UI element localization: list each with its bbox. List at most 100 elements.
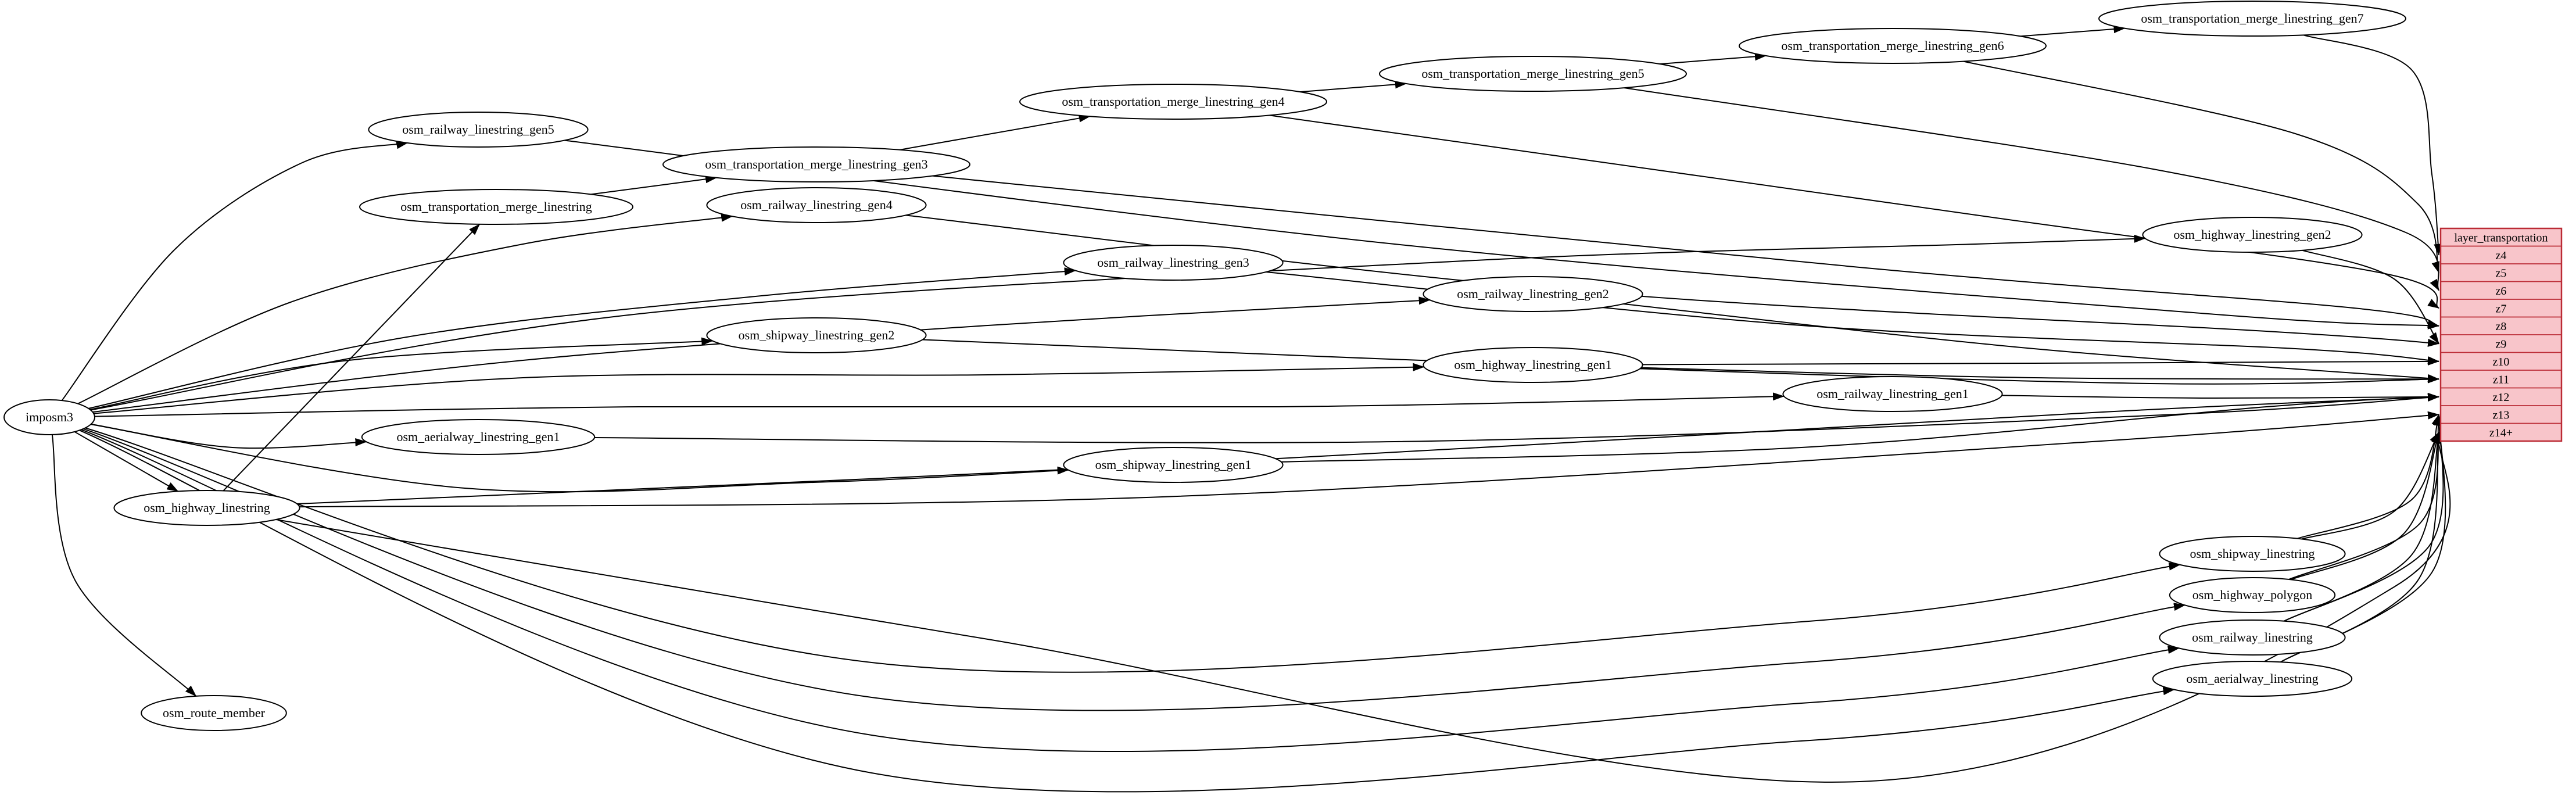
node-osm_railway_linestring_gen4: osm_railway_linestring_gen4 bbox=[706, 187, 927, 223]
edge-imposm3-to-osm_shipway_linestring bbox=[85, 427, 2181, 673]
edge-osm_highway_linestring-to-layer_transportation-z12 bbox=[297, 393, 2439, 505]
edge-osm_highway_polygon-to-layer_transportation-z14+ bbox=[2290, 431, 2439, 581]
node-label: imposm3 bbox=[26, 410, 73, 424]
node-label: osm_transportation_merge_linestring_gen7 bbox=[2141, 11, 2363, 26]
node-label: osm_railway_linestring_gen2 bbox=[1457, 287, 1609, 301]
node-osm_shipway_linestring_gen1: osm_shipway_linestring_gen1 bbox=[1063, 447, 1284, 483]
edge-imposm3-to-osm_railway_linestring bbox=[81, 429, 2180, 753]
edge-imposm3-to-osm_highway_linestring_gen1 bbox=[94, 363, 1425, 414]
edge-osm_shipway_linestring_gen1-to-layer_transportation-z12 bbox=[1281, 393, 2439, 463]
node-osm_shipway_linestring_gen2: osm_shipway_linestring_gen2 bbox=[706, 317, 927, 353]
edge-imposm3-to-osm_railway_linestring_gen2 bbox=[92, 296, 1431, 413]
node-osm_railway_linestring_gen2: osm_railway_linestring_gen2 bbox=[1423, 276, 1643, 312]
node-label: osm_transportation_merge_linestring_gen4 bbox=[1062, 94, 1284, 109]
node-osm_highway_linestring: osm_highway_linestring bbox=[113, 490, 300, 526]
node-label: osm_highway_polygon bbox=[2192, 588, 2313, 602]
node-ellipse bbox=[3, 399, 95, 435]
edge-osm_highway_linestring-to-layer_transportation-z14+ bbox=[275, 431, 2451, 783]
node-label: osm_railway_linestring_gen5 bbox=[402, 122, 554, 137]
node-osm_transportation_merge_linestring_gen4: osm_transportation_merge_linestring_gen4 bbox=[1019, 84, 1327, 120]
edge-imposm3-to-osm_aerialway_linestring bbox=[79, 429, 2175, 793]
edge-osm_transportation_merge_linestring_gen6-to-layer_transportation-z5 bbox=[1963, 60, 2440, 274]
record-row-z10: z10 bbox=[2493, 356, 2510, 368]
edge-imposm3-to-osm_railway_linestring_gen1 bbox=[94, 392, 1785, 417]
node-ellipse bbox=[2159, 536, 2346, 572]
edge-osm_transportation_merge_linestring_gen3-to-osm_transportation_merge_linestring_gen4 bbox=[900, 114, 1091, 151]
node-osm_transportation_merge_linestring: osm_transportation_merge_linestring bbox=[359, 189, 633, 225]
node-label: osm_shipway_linestring_gen2 bbox=[739, 328, 895, 342]
edge-imposm3-to-osm_aerialway_linestring_gen1 bbox=[91, 423, 367, 449]
node-osm_shipway_linestring: osm_shipway_linestring bbox=[2159, 536, 2346, 572]
node-ellipse bbox=[706, 317, 927, 353]
node-ellipse bbox=[1739, 28, 2047, 64]
node-imposm3: imposm3 bbox=[3, 399, 95, 435]
node-osm_aerialway_linestring_gen1: osm_aerialway_linestring_gen1 bbox=[361, 419, 596, 455]
edge-imposm3-to-osm_highway_linestring bbox=[74, 431, 179, 492]
edge-osm_transportation_merge_linestring_gen5-to-osm_transportation_merge_linestring_gen6 bbox=[1659, 52, 1767, 65]
edge-imposm3-to-osm_route_member bbox=[51, 434, 197, 697]
node-osm_transportation_merge_linestring_gen5: osm_transportation_merge_linestring_gen5 bbox=[1379, 56, 1687, 92]
node-ellipse bbox=[368, 112, 589, 148]
edge-imposm3-to-osm_shipway_linestring_gen1 bbox=[91, 424, 1069, 493]
node-osm_railway_linestring_gen3: osm_railway_linestring_gen3 bbox=[1063, 245, 1284, 281]
node-ellipse bbox=[2142, 217, 2363, 253]
edge-osm_highway_linestring-to-layer_transportation-z13 bbox=[299, 411, 2439, 508]
node-ellipse bbox=[1782, 376, 2003, 412]
edge-osm_transportation_merge_linestring_gen6-to-osm_transportation_merge_linestring_gen7 bbox=[2020, 25, 2126, 37]
node-label: osm_railway_linestring_gen3 bbox=[1097, 255, 1249, 270]
node-ellipse bbox=[361, 419, 596, 455]
node-ellipse bbox=[1379, 56, 1687, 92]
node-osm_route_member: osm_route_member bbox=[141, 695, 287, 731]
table-layer-transportation: layer_transportationz4z5z6z7z8z9z10z11z1… bbox=[2439, 227, 2563, 442]
node-ellipse bbox=[2098, 1, 2406, 37]
node-ellipse bbox=[1423, 347, 1643, 383]
edge-osm_shipway_linestring-to-layer_transportation-z14+ bbox=[2301, 431, 2439, 540]
edge-osm_transportation_merge_linestring_gen7-to-layer_transportation-z4 bbox=[2303, 34, 2442, 256]
record-row-z6: z6 bbox=[2496, 285, 2507, 298]
node-ellipse bbox=[2152, 661, 2353, 697]
edge-osm_transportation_merge_linestring_gen4-to-osm_transportation_merge_linestring_gen5 bbox=[1299, 80, 1407, 93]
edge-osm_highway_linestring-to-osm_transportation_merge_linestring bbox=[223, 224, 481, 492]
record-row-z9: z9 bbox=[2496, 338, 2507, 350]
edge-osm_transportation_merge_linestring_gen3-to-layer_transportation-z8 bbox=[932, 175, 2439, 328]
node-osm_highway_linestring_gen1: osm_highway_linestring_gen1 bbox=[1423, 347, 1643, 383]
record-title: layer_transportation bbox=[2454, 231, 2548, 244]
edge-osm_aerialway_linestring_gen1-to-layer_transportation-z12 bbox=[594, 393, 2439, 443]
edge-osm_railway_linestring_gen4-to-layer_transportation-z9 bbox=[905, 214, 2439, 347]
node-osm_highway_linestring_gen2: osm_highway_linestring_gen2 bbox=[2142, 217, 2363, 253]
node-label: osm_transportation_merge_linestring_gen3 bbox=[705, 157, 927, 171]
node-label: osm_highway_linestring bbox=[144, 500, 270, 515]
edge-osm_railway_linestring_gen2-to-layer_transportation-z11 bbox=[1623, 303, 2439, 382]
edge-osm_transportation_merge_linestring_gen5-to-layer_transportation-z6 bbox=[1624, 87, 2439, 291]
edge-imposm3-to-osm_highway_polygon bbox=[83, 428, 2186, 711]
record-row-z5: z5 bbox=[2496, 267, 2507, 280]
node-label: osm_transportation_merge_linestring bbox=[400, 199, 592, 214]
edge-osm_highway_linestring_gen2-to-layer_transportation-z9 bbox=[2302, 249, 2439, 345]
node-ellipse bbox=[2159, 619, 2346, 656]
node-osm_railway_linestring_gen5: osm_railway_linestring_gen5 bbox=[368, 112, 589, 148]
node-label: osm_railway_linestring_gen1 bbox=[1817, 386, 1969, 401]
edge-imposm3-to-osm_railway_linestring_gen5 bbox=[61, 141, 409, 401]
node-label: osm_route_member bbox=[163, 706, 266, 720]
node-osm_transportation_merge_linestring_gen6: osm_transportation_merge_linestring_gen6 bbox=[1739, 28, 2047, 64]
node-ellipse bbox=[2169, 577, 2336, 613]
node-ellipse bbox=[1019, 84, 1327, 120]
node-label: osm_transportation_merge_linestring_gen5 bbox=[1421, 66, 1644, 81]
edge-osm_railway_linestring-to-layer_transportation-z14+ bbox=[2283, 431, 2441, 622]
node-osm_aerialway_linestring: osm_aerialway_linestring bbox=[2152, 661, 2353, 697]
node-ellipse bbox=[1423, 276, 1643, 312]
edge-osm_highway_linestring_gen1-to-layer_transportation-z10 bbox=[1642, 357, 2439, 366]
record-row-z12: z12 bbox=[2493, 391, 2510, 404]
node-ellipse bbox=[113, 490, 300, 526]
edge-osm_highway_linestring_gen1-to-layer_transportation-z11 bbox=[1641, 367, 2439, 384]
node-label: osm_aerialway_linestring bbox=[2186, 671, 2318, 686]
node-label: osm_railway_linestring bbox=[2192, 630, 2313, 644]
node-osm_highway_polygon: osm_highway_polygon bbox=[2169, 577, 2336, 613]
record-row-z4: z4 bbox=[2496, 249, 2507, 262]
edge-osm_transportation_merge_linestring-to-osm_transportation_merge_linestring_gen3 bbox=[590, 175, 718, 195]
record-row-z7: z7 bbox=[2496, 302, 2507, 315]
edge-osm_shipway_linestring-to-layer_transportation-z13 bbox=[2296, 414, 2439, 539]
edge-osm_shipway_linestring_gen2-to-layer_transportation-z11 bbox=[922, 339, 2439, 385]
edge-osm_transportation_merge_linestring_gen4-to-layer_transportation-z7 bbox=[1269, 114, 2439, 309]
